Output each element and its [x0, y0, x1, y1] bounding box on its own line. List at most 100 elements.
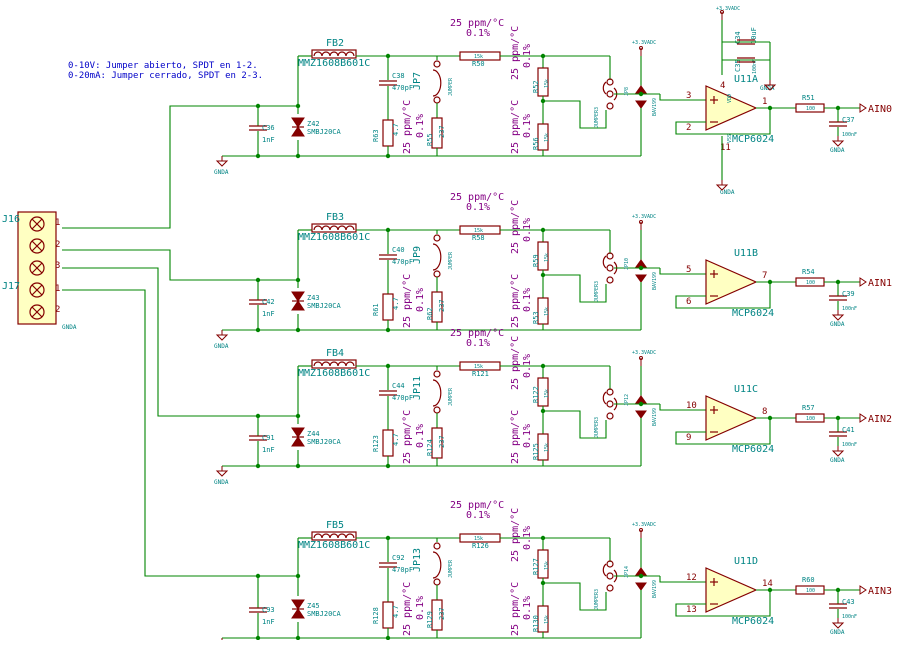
- clamp-diode: [635, 259, 647, 283]
- ground-label: GNDA: [830, 147, 845, 154]
- output-resistor-ref: R51: [802, 94, 815, 102]
- shunt-resistor-value: 4.7: [392, 605, 400, 618]
- wire-junction: [835, 415, 841, 421]
- wire-junction: [540, 227, 546, 233]
- switch-ref: JP10: [624, 258, 630, 270]
- divider-resistor-bottom-value: 15k: [544, 615, 550, 624]
- opamp-vss-pin: 11: [720, 143, 731, 153]
- ground-symbol: [215, 156, 229, 167]
- jumper-value: JUMPER: [448, 559, 454, 578]
- series-resistor-value: 15k: [474, 536, 483, 542]
- ferrite-bead-ref: FB2: [326, 38, 344, 49]
- tolerance-ppm-label: 25 ppm/°C: [402, 100, 413, 154]
- ferrite-bead: [311, 359, 357, 369]
- tolerance-ppm-label: 25 ppm/°C: [510, 100, 521, 154]
- opamp-output-pin: 8: [762, 407, 767, 417]
- switch-value: JUMPER3: [594, 589, 600, 610]
- tolerance-ppm-label: 25 ppm/°C: [510, 200, 521, 254]
- filter-capacitor: [379, 390, 397, 396]
- series-resistor-value: 15k: [474, 364, 483, 370]
- opamp-vdd-pin: 4: [720, 81, 725, 91]
- tvs-ref: Z44: [307, 430, 320, 438]
- op-amp: [705, 259, 758, 305]
- clamp-diode: [635, 85, 647, 109]
- ground-symbol: [831, 136, 845, 147]
- jumper-value: JUMPER: [448, 251, 454, 270]
- clamp-diode-value: BAV199: [652, 272, 658, 290]
- series-resistor-value: 15k: [474, 228, 483, 234]
- output-capacitor-value: 100nF: [842, 306, 857, 312]
- input-capacitor: [249, 125, 267, 131]
- output-capacitor-ref: C41: [842, 426, 855, 434]
- tolerance-percent-label: 0.1%: [522, 114, 533, 138]
- ferrite-bead-value: MMZ1608B601C: [298, 232, 370, 243]
- ground-symbol: [831, 618, 845, 629]
- filter-capacitor-value: 470pF: [392, 258, 413, 266]
- op-amp: [705, 395, 758, 441]
- connector-pin-label: 1: [55, 218, 60, 228]
- selection-jumper: [432, 370, 442, 414]
- tvs-diode: [291, 291, 305, 311]
- tvs-ref: Z43: [307, 294, 320, 302]
- series-resistor-ref: R121: [472, 370, 489, 378]
- supply-symbol: [639, 528, 643, 538]
- input-capacitor-ref: C42: [262, 298, 275, 306]
- terminal-screw: [29, 304, 45, 320]
- filter-capacitor-value: 470pF: [392, 566, 413, 574]
- tolerance-percent-label: 0.1%: [522, 288, 533, 312]
- wire-junction: [767, 279, 773, 285]
- jumper-value: JUMPER: [448, 387, 454, 406]
- tolerance-ppm-label: 25 ppm/°C: [510, 274, 521, 328]
- sense-resistor-value: 237: [438, 125, 446, 138]
- connector-pin-label: 3: [55, 261, 60, 271]
- output-capacitor-value: 100nF: [842, 442, 857, 448]
- tvs-value: SMBJ20CA: [307, 302, 342, 310]
- divider-resistor-bottom-ref: R56: [532, 137, 540, 150]
- tolerance-percent-label: 0.1%: [522, 596, 533, 620]
- input-capacitor: [249, 607, 267, 613]
- input-capacitor-value: 1nF: [262, 446, 275, 454]
- input-capacitor: [249, 435, 267, 441]
- divider-resistor-top-value: 15k: [544, 561, 550, 570]
- ferrite-bead: [311, 223, 357, 233]
- filter-capacitor: [379, 254, 397, 260]
- tolerance-ppm-label: 25 ppm/°C: [510, 582, 521, 636]
- divider-resistor-bottom-value: 15k: [544, 133, 550, 142]
- connector-pin-label: 1: [55, 284, 60, 294]
- tolerance-ppm-label: 25 ppm/°C: [402, 410, 413, 464]
- supply-symbol: [720, 10, 724, 20]
- tolerance-percent-label: 0.1%: [415, 114, 426, 138]
- output-resistor-value: 100: [806, 416, 815, 422]
- input-capacitor: [249, 299, 267, 305]
- op-amp: [705, 85, 758, 131]
- filter-capacitor-value: 470pF: [392, 394, 413, 402]
- output-capacitor-value: 100nF: [842, 614, 857, 620]
- tolerance-percent-label: 0.1%: [466, 338, 490, 349]
- wire-junction: [540, 363, 546, 369]
- output-resistor-ref: R54: [802, 268, 815, 276]
- opamp-input-pin: 12: [686, 573, 697, 583]
- ferrite-bead-ref: FB5: [326, 520, 344, 531]
- ground-label: GNDA: [760, 85, 775, 92]
- bulk-capacitor: [737, 39, 755, 45]
- wire-junction: [540, 53, 546, 59]
- input-capacitor-ref: C91: [262, 434, 275, 442]
- opamp-value: MCP6024: [732, 308, 774, 319]
- tolerance-ppm-label: 25 ppm/°C: [510, 410, 521, 464]
- decoupling-capacitor: [737, 57, 755, 63]
- power-section: +3.3VADC C34 10uF C35 100nF GNDA 4 11 VD…: [716, 6, 775, 196]
- filter-capacitor: [379, 562, 397, 568]
- output-capacitor-ref: C43: [842, 598, 855, 606]
- output-resistor-value: 100: [806, 588, 815, 594]
- opamp-ref: U11D: [734, 556, 758, 567]
- tolerance-percent-label: 0.1%: [466, 28, 490, 39]
- selection-jumper: [432, 60, 442, 104]
- opamp-feedback-pin: 13: [686, 605, 697, 615]
- jumper-ref: JP7: [412, 72, 423, 90]
- tvs-value: SMBJ20CA: [307, 438, 342, 446]
- wire-junction: [295, 573, 301, 579]
- opamp-output-pin: 1: [762, 97, 767, 107]
- switch-value: JUMPER3: [594, 281, 600, 302]
- sense-resistor-value: 237: [438, 435, 446, 448]
- clamp-diode-value: BAV199: [652, 408, 658, 426]
